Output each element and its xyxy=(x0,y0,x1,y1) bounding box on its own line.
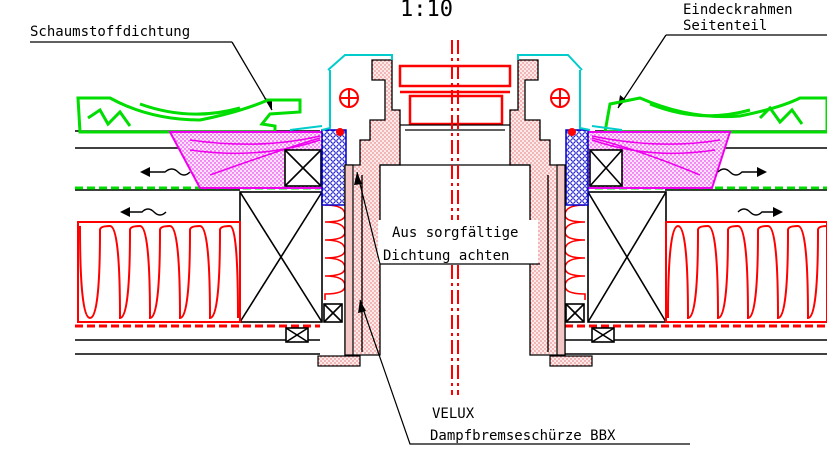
airflow-arrows xyxy=(125,168,778,216)
careful-seal-label-bg xyxy=(378,220,538,264)
center-axis xyxy=(451,40,459,395)
hinge-symbols xyxy=(339,88,570,108)
velux-arrowhead xyxy=(358,300,366,313)
sash-glazing xyxy=(398,64,512,126)
roof-tiles-left xyxy=(76,96,302,134)
cover-frame-label-2: Seitenteil xyxy=(683,18,767,34)
velux-label-1: VELUX xyxy=(432,406,475,422)
careful-seal-label-1: Aus sorgfältige xyxy=(392,225,518,241)
velux-label-2: Dampfbremseschürze BBX xyxy=(430,428,616,444)
blue-seal-left xyxy=(321,129,347,206)
cover-frame-leader xyxy=(617,34,667,109)
careful-seal-label-2: Dichtung achten xyxy=(383,248,509,264)
insulation-left xyxy=(77,221,241,323)
blue-seal-right xyxy=(565,129,589,206)
roof-tiles-right xyxy=(603,96,827,134)
careful-seal-leader xyxy=(356,171,381,265)
scale-label: 1:10 xyxy=(400,0,453,22)
opening-lining xyxy=(361,164,549,352)
sash-details xyxy=(400,124,510,131)
careful-seal-arrowhead xyxy=(354,172,362,185)
foam-seal-label: Schaumstoffdichtung xyxy=(30,24,190,40)
airflow-arrowheads xyxy=(120,167,783,217)
velux-leader xyxy=(359,299,690,445)
battens xyxy=(239,149,667,343)
window-frame-right xyxy=(509,59,593,367)
cover-frame-label-1: Eindeckrahmen xyxy=(683,2,793,18)
seal-points xyxy=(336,128,576,136)
flashing xyxy=(289,54,623,131)
insulation-right xyxy=(665,221,827,323)
